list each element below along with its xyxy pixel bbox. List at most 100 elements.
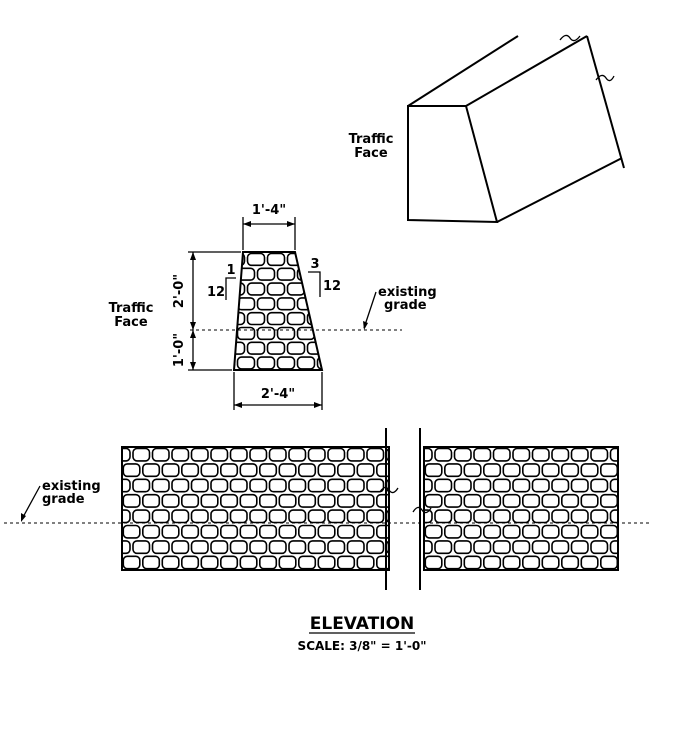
elevation-stone (297, 555, 317, 570)
elevation-stone (317, 493, 336, 508)
section-stone (306, 282, 322, 296)
elevation-stone (424, 555, 443, 570)
elevation-stone (502, 463, 521, 478)
elevation-stone (600, 555, 618, 570)
elevation-stone (492, 478, 511, 493)
elevation-stone (161, 493, 180, 508)
section-stone (256, 267, 276, 281)
break-line (586, 35, 625, 169)
elevation-stone (367, 572, 384, 584)
elevation-stone (443, 463, 463, 478)
elevation-stone (396, 526, 413, 538)
dim-bottom-width: 2'-4" (261, 387, 295, 402)
elevation-stone (416, 572, 433, 584)
section-stone (246, 311, 266, 326)
elevation-stone (278, 524, 297, 539)
elevation-stone (336, 493, 356, 508)
elevation-stone (151, 478, 170, 493)
elevation-stone (181, 555, 200, 570)
elevation-stone (560, 463, 580, 478)
section-stone (276, 356, 296, 370)
elevation-stone (591, 572, 608, 584)
elevation-stone (620, 556, 637, 568)
perspective-traffic-face-line2: Face (354, 146, 388, 161)
section-stone (236, 326, 256, 341)
elevation-grade-arrow (21, 513, 26, 522)
section-stone (246, 341, 266, 355)
elevation-stone (288, 540, 307, 555)
wall-bottom-edge (496, 157, 623, 223)
elevation-stone (104, 464, 121, 476)
elevation-stone (600, 493, 618, 508)
elevation-stone (346, 447, 365, 462)
wall-top-back-edge (407, 35, 519, 107)
elevation-stonework-right (416, 447, 647, 584)
section-stone (316, 297, 322, 311)
elevation-stone (474, 572, 491, 584)
elevation-stone (309, 572, 326, 584)
elevation-stone (122, 540, 131, 555)
section-stone (236, 356, 256, 370)
elevation-stone (473, 447, 492, 462)
dim-lower-height: 1'-0" (172, 333, 187, 367)
elevation-stone (268, 540, 287, 555)
elevation-stone (620, 464, 637, 476)
elevation-stone (307, 540, 326, 555)
elevation-stone (492, 509, 511, 524)
section-stone (234, 282, 246, 296)
elevation-stone (434, 478, 453, 493)
elevation-stone (122, 524, 141, 539)
elevation-stone (473, 478, 492, 493)
left-slope-run: 1 (226, 263, 235, 278)
elevation-stone (210, 447, 229, 462)
elevation-stone (297, 524, 317, 539)
elevation-stone (435, 572, 452, 584)
elevation-stone (609, 540, 618, 555)
elevation-scale: SCALE: 3/8" = 1'-0" (298, 639, 427, 653)
elevation-stone (239, 555, 258, 570)
elevation-stone (161, 463, 180, 478)
elevation-stone (630, 510, 647, 522)
elevation-stone (317, 463, 336, 478)
section-stone (256, 297, 276, 311)
elevation-stone (560, 524, 580, 539)
elevation-stone (297, 463, 317, 478)
elevation-stone (289, 572, 306, 584)
elevation-right-outline (423, 446, 619, 571)
elevation-stone (307, 447, 326, 462)
elevation-stone (356, 463, 375, 478)
elevation-stone (482, 555, 502, 570)
elevation-stone (104, 526, 121, 538)
left-slope-rise: 12 (207, 285, 225, 300)
elevation-stone (258, 555, 278, 570)
elevation-stone (249, 509, 268, 524)
elevation-stone (346, 478, 365, 493)
elevation-stone (453, 540, 472, 555)
elevation-stone (229, 447, 248, 462)
elevation-stone (327, 509, 346, 524)
elevation-stone (171, 509, 190, 524)
elevation-left-outline (121, 446, 390, 571)
elevation-break-symbol-left (379, 486, 399, 494)
elevation-stone (463, 555, 482, 570)
elevation-stone (492, 447, 511, 462)
elevation-stone (424, 463, 443, 478)
elevation-stone (434, 447, 453, 462)
elevation-stone (551, 509, 570, 524)
elevation-stone (190, 478, 209, 493)
elevation-stone (560, 493, 580, 508)
perspective-view: Traffic Face (349, 34, 625, 224)
section-stone (328, 342, 345, 354)
elevation-stone (453, 478, 472, 493)
elevation-stone (122, 509, 131, 524)
section-stone (234, 356, 236, 370)
section-stone (266, 311, 286, 326)
section-grade-leader (363, 291, 377, 329)
elevation-stone (560, 555, 580, 570)
elevation-stone (142, 493, 161, 508)
elevation-stone (551, 540, 570, 555)
elevation-stone (317, 555, 336, 570)
elevation-stone (531, 540, 550, 555)
elevation-stone (482, 493, 502, 508)
elevation-stone (220, 493, 239, 508)
